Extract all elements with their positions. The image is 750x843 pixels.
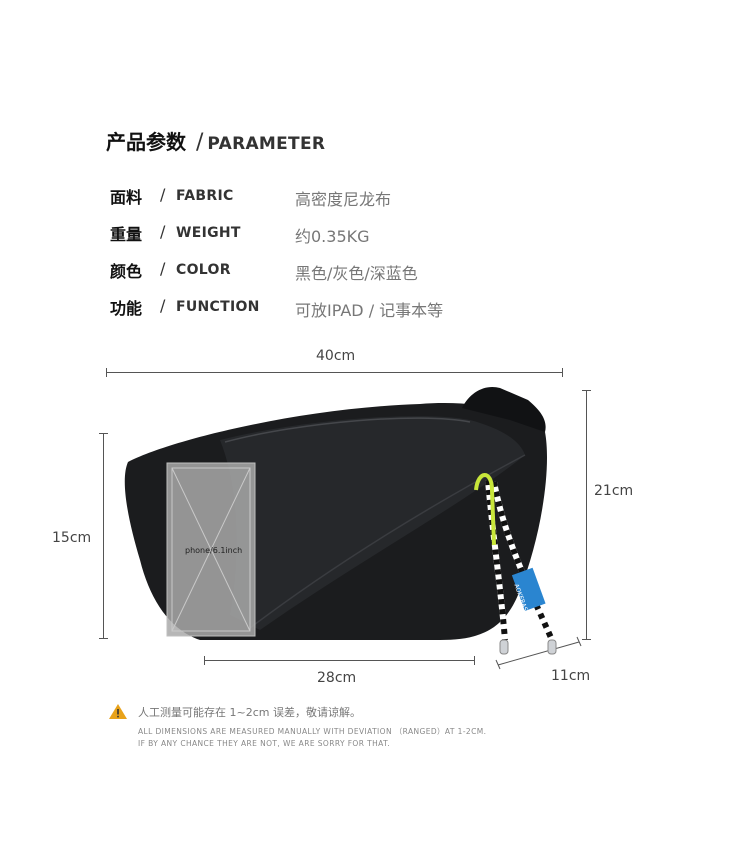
strap-accent bbox=[474, 473, 496, 546]
bag-flap bbox=[220, 416, 525, 630]
phone-guide-frame bbox=[171, 467, 251, 632]
dim-height-left-cap-top bbox=[99, 433, 108, 434]
dim-width-label: 40cm bbox=[316, 348, 356, 364]
title-cn: 产品参数 bbox=[106, 130, 186, 154]
param-label-cn: 颜色 bbox=[110, 262, 143, 281]
param-value: 约0.35KG bbox=[295, 227, 370, 246]
param-row-fabric: 面料 / FABRIC 高密度尼龙布 bbox=[110, 184, 630, 221]
dim-height-left-label: 15cm bbox=[52, 530, 92, 546]
dim-height-right-cap-bottom bbox=[582, 639, 591, 640]
param-row-function: 功能 / FUNCTION 可放IPAD / 记事本等 bbox=[110, 295, 630, 332]
dim-base-label: 28cm bbox=[317, 670, 357, 686]
dim-height-right-cap-top bbox=[582, 390, 591, 391]
param-value: 黑色/灰色/深蓝色 bbox=[295, 264, 418, 283]
clip-left bbox=[499, 639, 509, 655]
param-slash: / bbox=[160, 185, 166, 204]
bag-zipper bbox=[224, 417, 471, 443]
dim-height-right-line bbox=[586, 390, 587, 640]
brand-tag bbox=[511, 567, 546, 612]
dim-height-left-line bbox=[103, 433, 104, 639]
dim-depth-label: 11cm bbox=[551, 668, 591, 684]
param-row-weight: 重量 / WEIGHT 约0.35KG bbox=[110, 221, 630, 258]
param-slash: / bbox=[160, 259, 166, 278]
param-slash: / bbox=[160, 296, 166, 315]
dim-height-left-cap-bottom bbox=[99, 638, 108, 639]
dim-width-cap-left bbox=[106, 368, 107, 377]
page-title: 产品参数 / PARAMETER bbox=[106, 126, 325, 155]
dim-width-cap-right bbox=[562, 368, 563, 377]
param-label-en: FABRIC bbox=[176, 188, 234, 204]
dim-depth-cap-left bbox=[495, 659, 501, 670]
param-value: 可放IPAD / 记事本等 bbox=[295, 301, 444, 320]
clip-right bbox=[547, 639, 557, 655]
dim-height-right-label: 21cm bbox=[594, 483, 634, 499]
param-label-en: WEIGHT bbox=[176, 225, 241, 241]
phone-label: phone/6.1inch bbox=[185, 546, 243, 555]
title-en: PARAMETER bbox=[207, 134, 326, 154]
param-label-en: FUNCTION bbox=[176, 299, 260, 315]
param-label-cn: 功能 bbox=[110, 299, 143, 318]
param-row-color: 颜色 / COLOR 黑色/灰色/深蓝色 bbox=[110, 258, 630, 295]
dim-width-line bbox=[106, 372, 563, 373]
notice-en-line2: IF BY ANY CHANCE THEY ARE NOT, WE ARE SO… bbox=[138, 739, 390, 748]
notice-en-line1: ALL DIMENSIONS ARE MEASURED MANUALLY WIT… bbox=[138, 727, 487, 736]
dim-base-line bbox=[204, 660, 475, 661]
dim-base-cap-right bbox=[474, 656, 475, 665]
param-slash: / bbox=[160, 222, 166, 241]
param-label-cn: 面料 bbox=[110, 188, 143, 207]
parameter-list: 面料 / FABRIC 高密度尼龙布 重量 / WEIGHT 约0.35KG 颜… bbox=[110, 184, 630, 332]
phone-guide-lines bbox=[171, 467, 251, 632]
strap-cord-2-pattern bbox=[491, 481, 555, 642]
dim-base-cap-left bbox=[204, 656, 205, 665]
title-slash: / bbox=[196, 130, 204, 155]
strap-cord-pattern bbox=[485, 479, 508, 641]
dim-depth-line bbox=[497, 641, 580, 666]
notice-cn: 人工测量可能存在 1~2cm 误差，敬请谅解。 bbox=[138, 705, 361, 719]
bag-seam bbox=[249, 454, 526, 629]
measurement-notice: 人工测量可能存在 1~2cm 误差，敬请谅解。 ALL DIMENSIONS A… bbox=[108, 703, 628, 750]
param-label-cn: 重量 bbox=[110, 225, 143, 244]
param-label-en: COLOR bbox=[176, 262, 231, 278]
bag-strap bbox=[462, 386, 546, 432]
warning-icon bbox=[109, 704, 127, 719]
param-value: 高密度尼龙布 bbox=[295, 190, 392, 209]
dim-depth-cap-right bbox=[576, 636, 582, 647]
